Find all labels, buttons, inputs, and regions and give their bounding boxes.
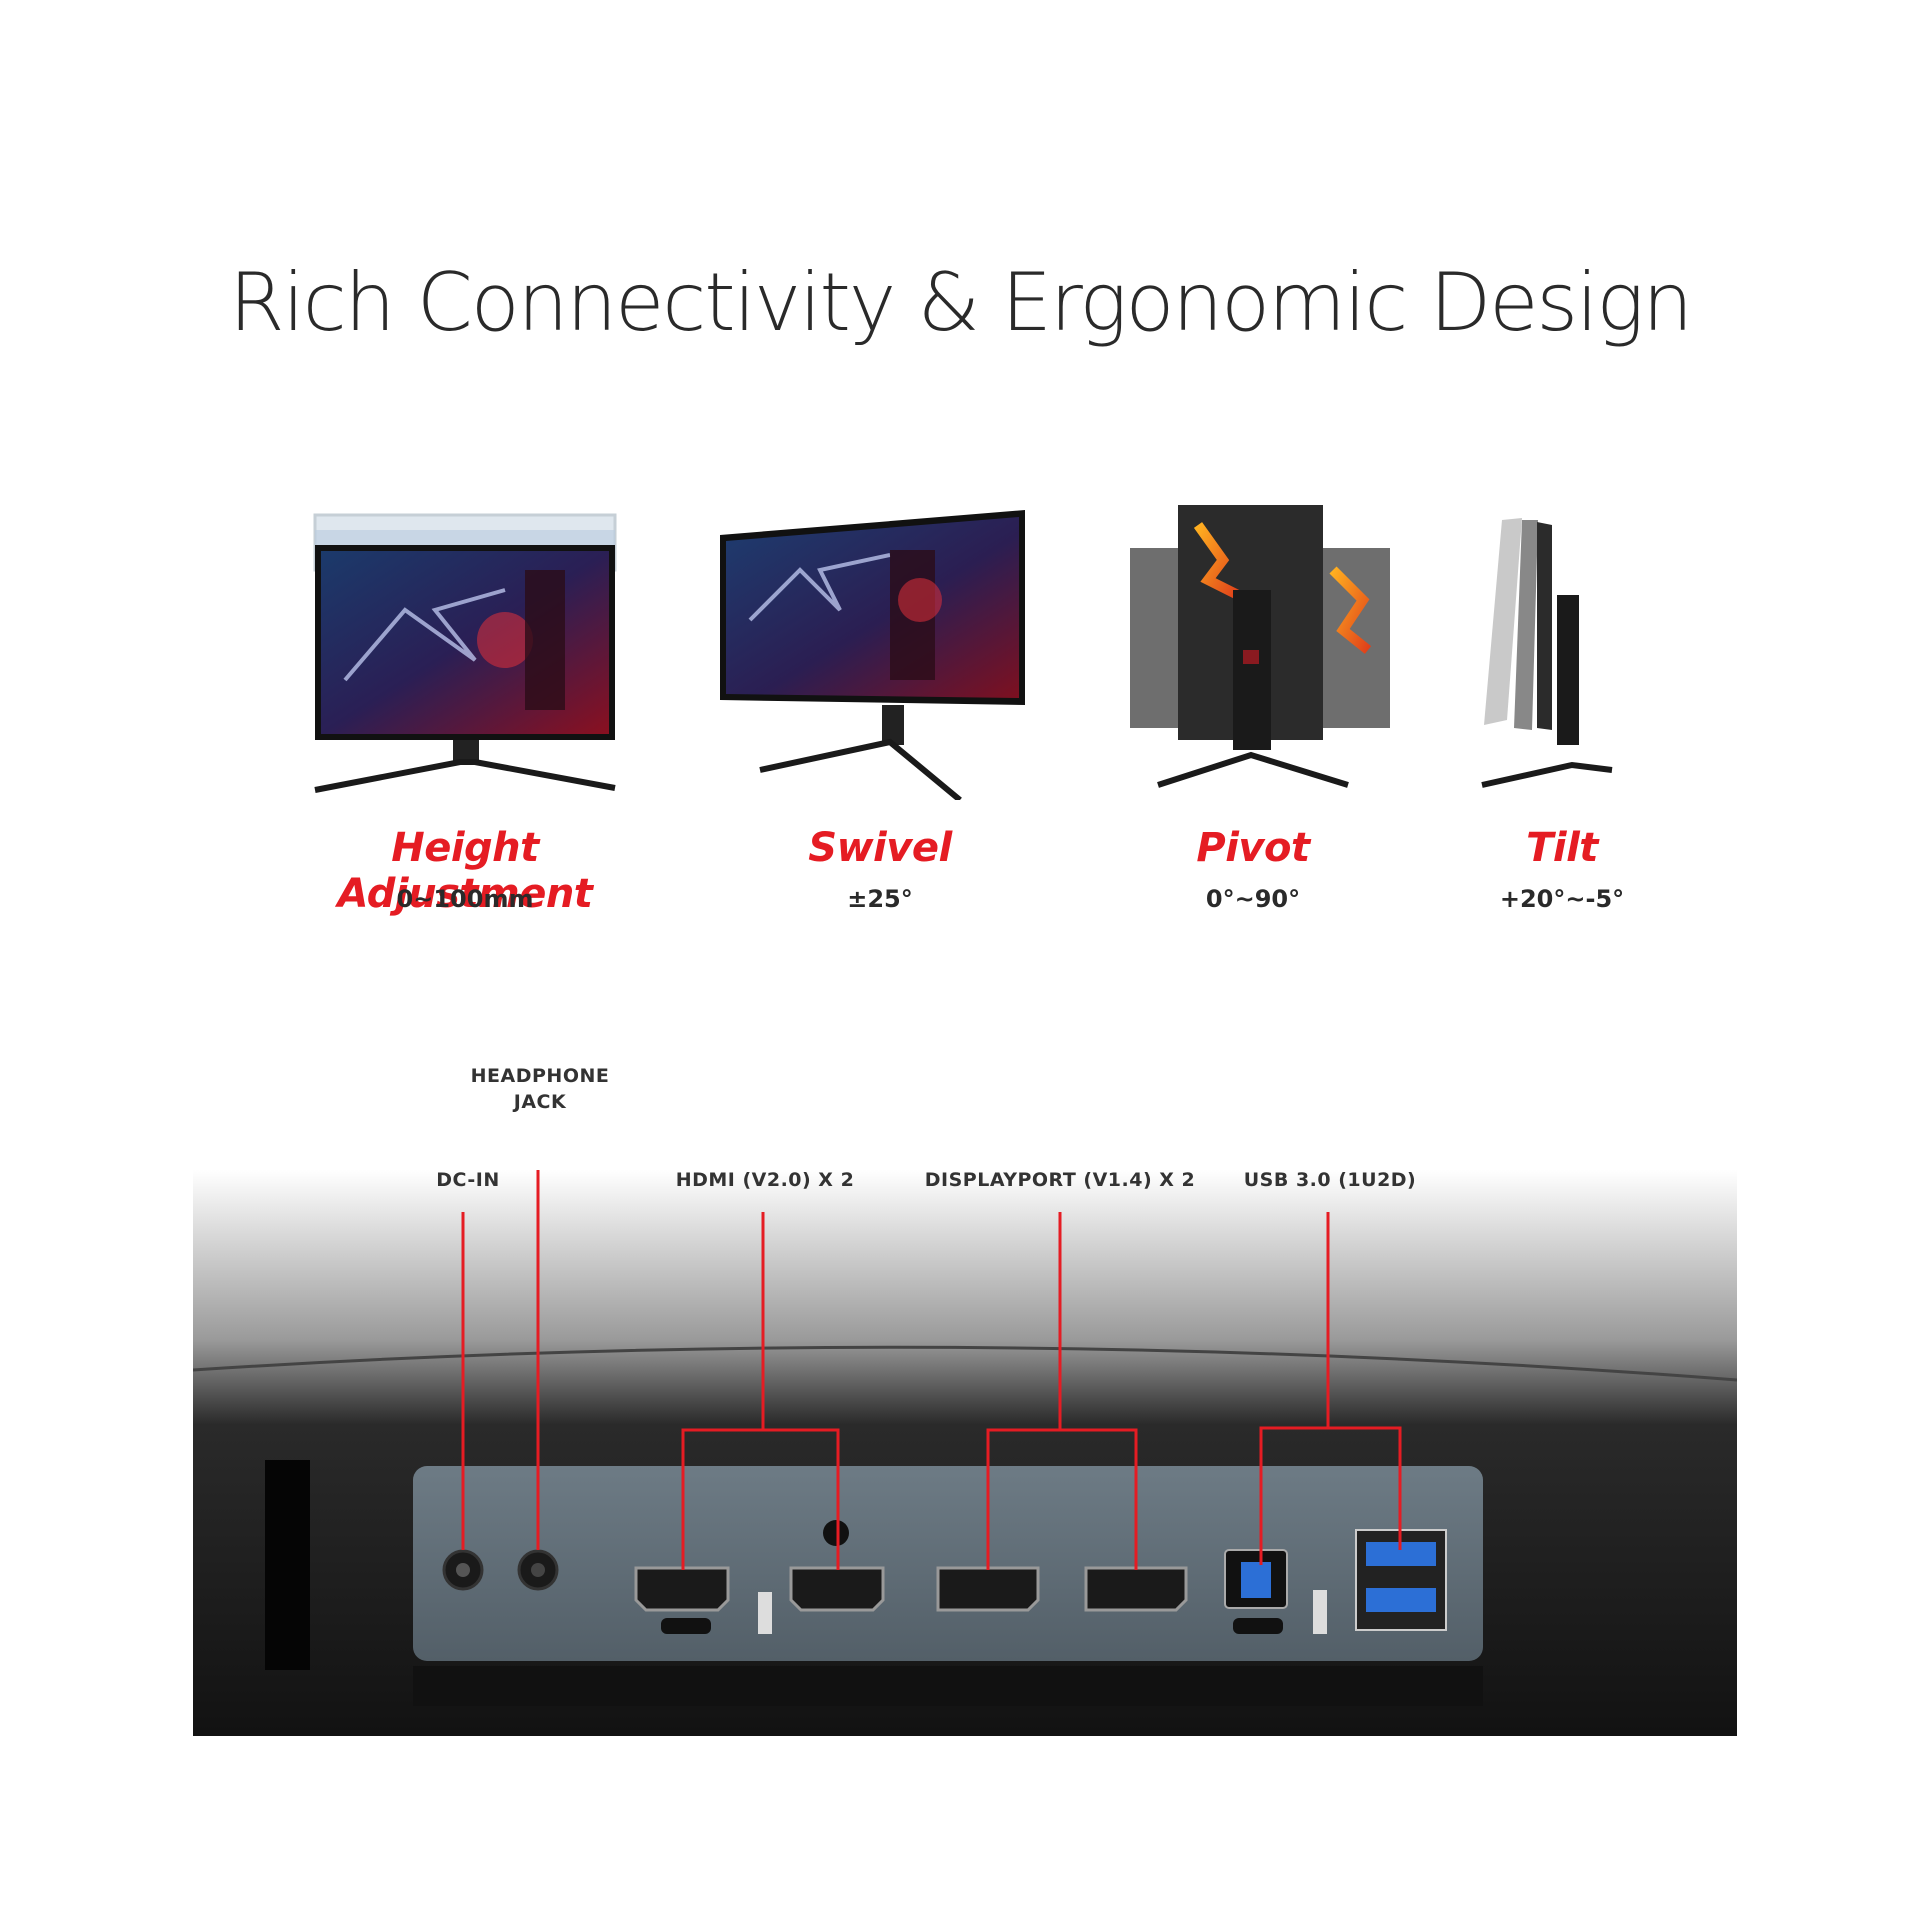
feature-value: +20°~-5° — [1499, 885, 1625, 913]
displayport-label: DISPLAYPORT (V1.4) X 2 — [924, 1169, 1196, 1191]
feature-name: Pivot — [1196, 825, 1310, 871]
headphone-label-line2: JACK — [513, 1091, 567, 1113]
feature-name: Tilt — [1526, 825, 1598, 871]
page-title: Rich Connectivity & Ergonomic Design — [228, 256, 1693, 349]
monitor-swivel-icon — [720, 510, 1025, 800]
monitor-tilt-icon — [1481, 518, 1613, 788]
feature-height-adjustment: Height Adjustment 0~100mm — [275, 500, 655, 920]
feature-tilt: Tilt +20°~-5° — [1372, 500, 1752, 920]
hdmi-label: HDMI (V2.0) X 2 — [675, 1169, 855, 1191]
feature-value: 0~100mm — [396, 885, 534, 913]
monitor-height-icon — [313, 513, 617, 793]
dc-in-label: DC-IN — [436, 1169, 500, 1191]
monitor-pivot-icon — [1130, 505, 1390, 788]
feature-value: ±25° — [847, 885, 913, 913]
feature-value: 0°~90° — [1205, 885, 1301, 913]
headphone-jack-label: HEADPHONE JACK — [440, 1063, 640, 1115]
headphone-label-line1: HEADPHONE — [470, 1065, 610, 1087]
feature-name: Height Adjustment — [337, 825, 593, 917]
feature-pivot: Pivot 0°~90° — [1063, 500, 1443, 920]
monitor-rear-ports-illustration — [193, 1170, 1737, 1736]
usb-label: USB 3.0 (1U2D) — [1243, 1169, 1417, 1191]
feature-swivel: Swivel ±25° — [690, 500, 1070, 920]
feature-name: Swivel — [808, 825, 952, 871]
